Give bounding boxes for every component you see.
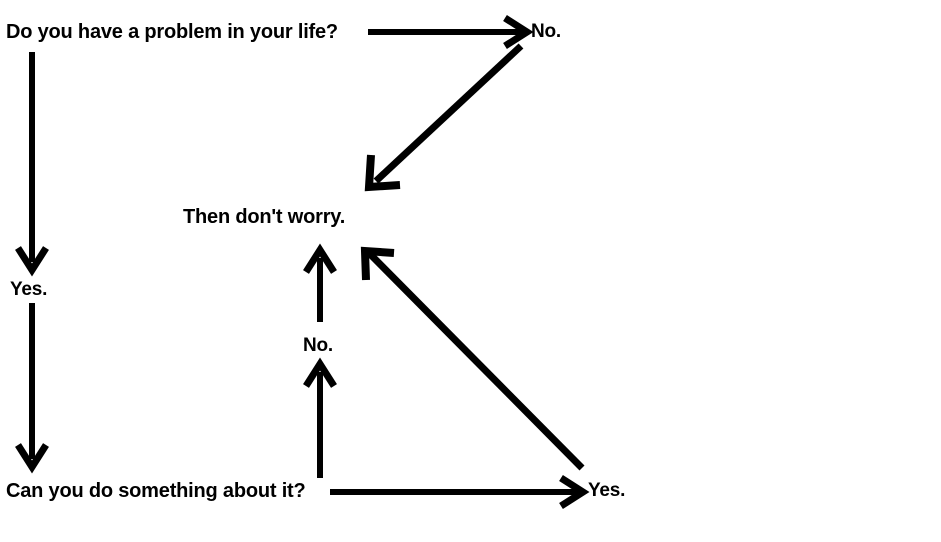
node-answer-left-yes: Yes. xyxy=(10,279,48,300)
node-answer-mid-no: No. xyxy=(303,335,334,356)
node-question-do-something: Can you do something about it? xyxy=(6,480,306,502)
node-result-dont-worry: Then don't worry. xyxy=(183,206,346,228)
edge-q1-to-left-yes xyxy=(15,52,49,277)
node-question-problem: Do you have a problem in your life? xyxy=(6,21,338,43)
edge-q2-to-mid-no xyxy=(303,357,337,478)
edge-left-yes-to-q2 xyxy=(15,303,49,474)
edge-top-no-to-result xyxy=(364,43,524,192)
edge-q2-to-bottom-yes xyxy=(330,475,590,509)
node-answer-top-no: No. xyxy=(531,21,562,42)
edge-bottom-yes-to-result xyxy=(360,246,585,471)
node-answer-bottom-yes: Yes. xyxy=(588,480,626,501)
edge-mid-no-to-result xyxy=(303,243,337,322)
edge-q1-to-top-no xyxy=(368,15,534,49)
